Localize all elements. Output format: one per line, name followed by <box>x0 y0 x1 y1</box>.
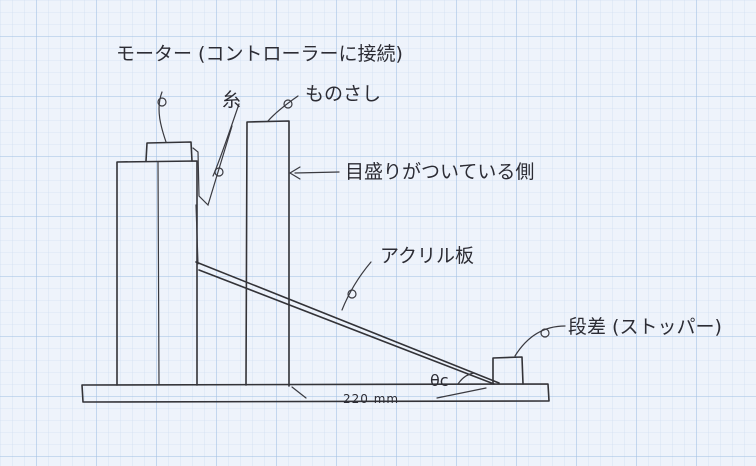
motor-box <box>145 141 193 162</box>
label-acrylic: アクリル板 <box>380 245 474 267</box>
label-step: 段差 (ストッパー) <box>568 316 722 338</box>
label-motor: モーター (コントローラーに接続) <box>116 43 403 65</box>
label-angle: θc <box>430 371 449 390</box>
base-plate <box>81 383 550 403</box>
step-stopper <box>492 356 524 385</box>
label-distance: 220 mm <box>343 392 399 406</box>
motor-stand <box>116 160 198 386</box>
string-line <box>192 125 233 265</box>
label-string: 糸 <box>222 89 241 111</box>
label-scale-side: 目盛りがついている側 <box>345 161 534 183</box>
label-ruler: ものさし <box>305 83 381 105</box>
acrylic-plate <box>195 261 500 385</box>
leader-lines <box>157 91 566 399</box>
